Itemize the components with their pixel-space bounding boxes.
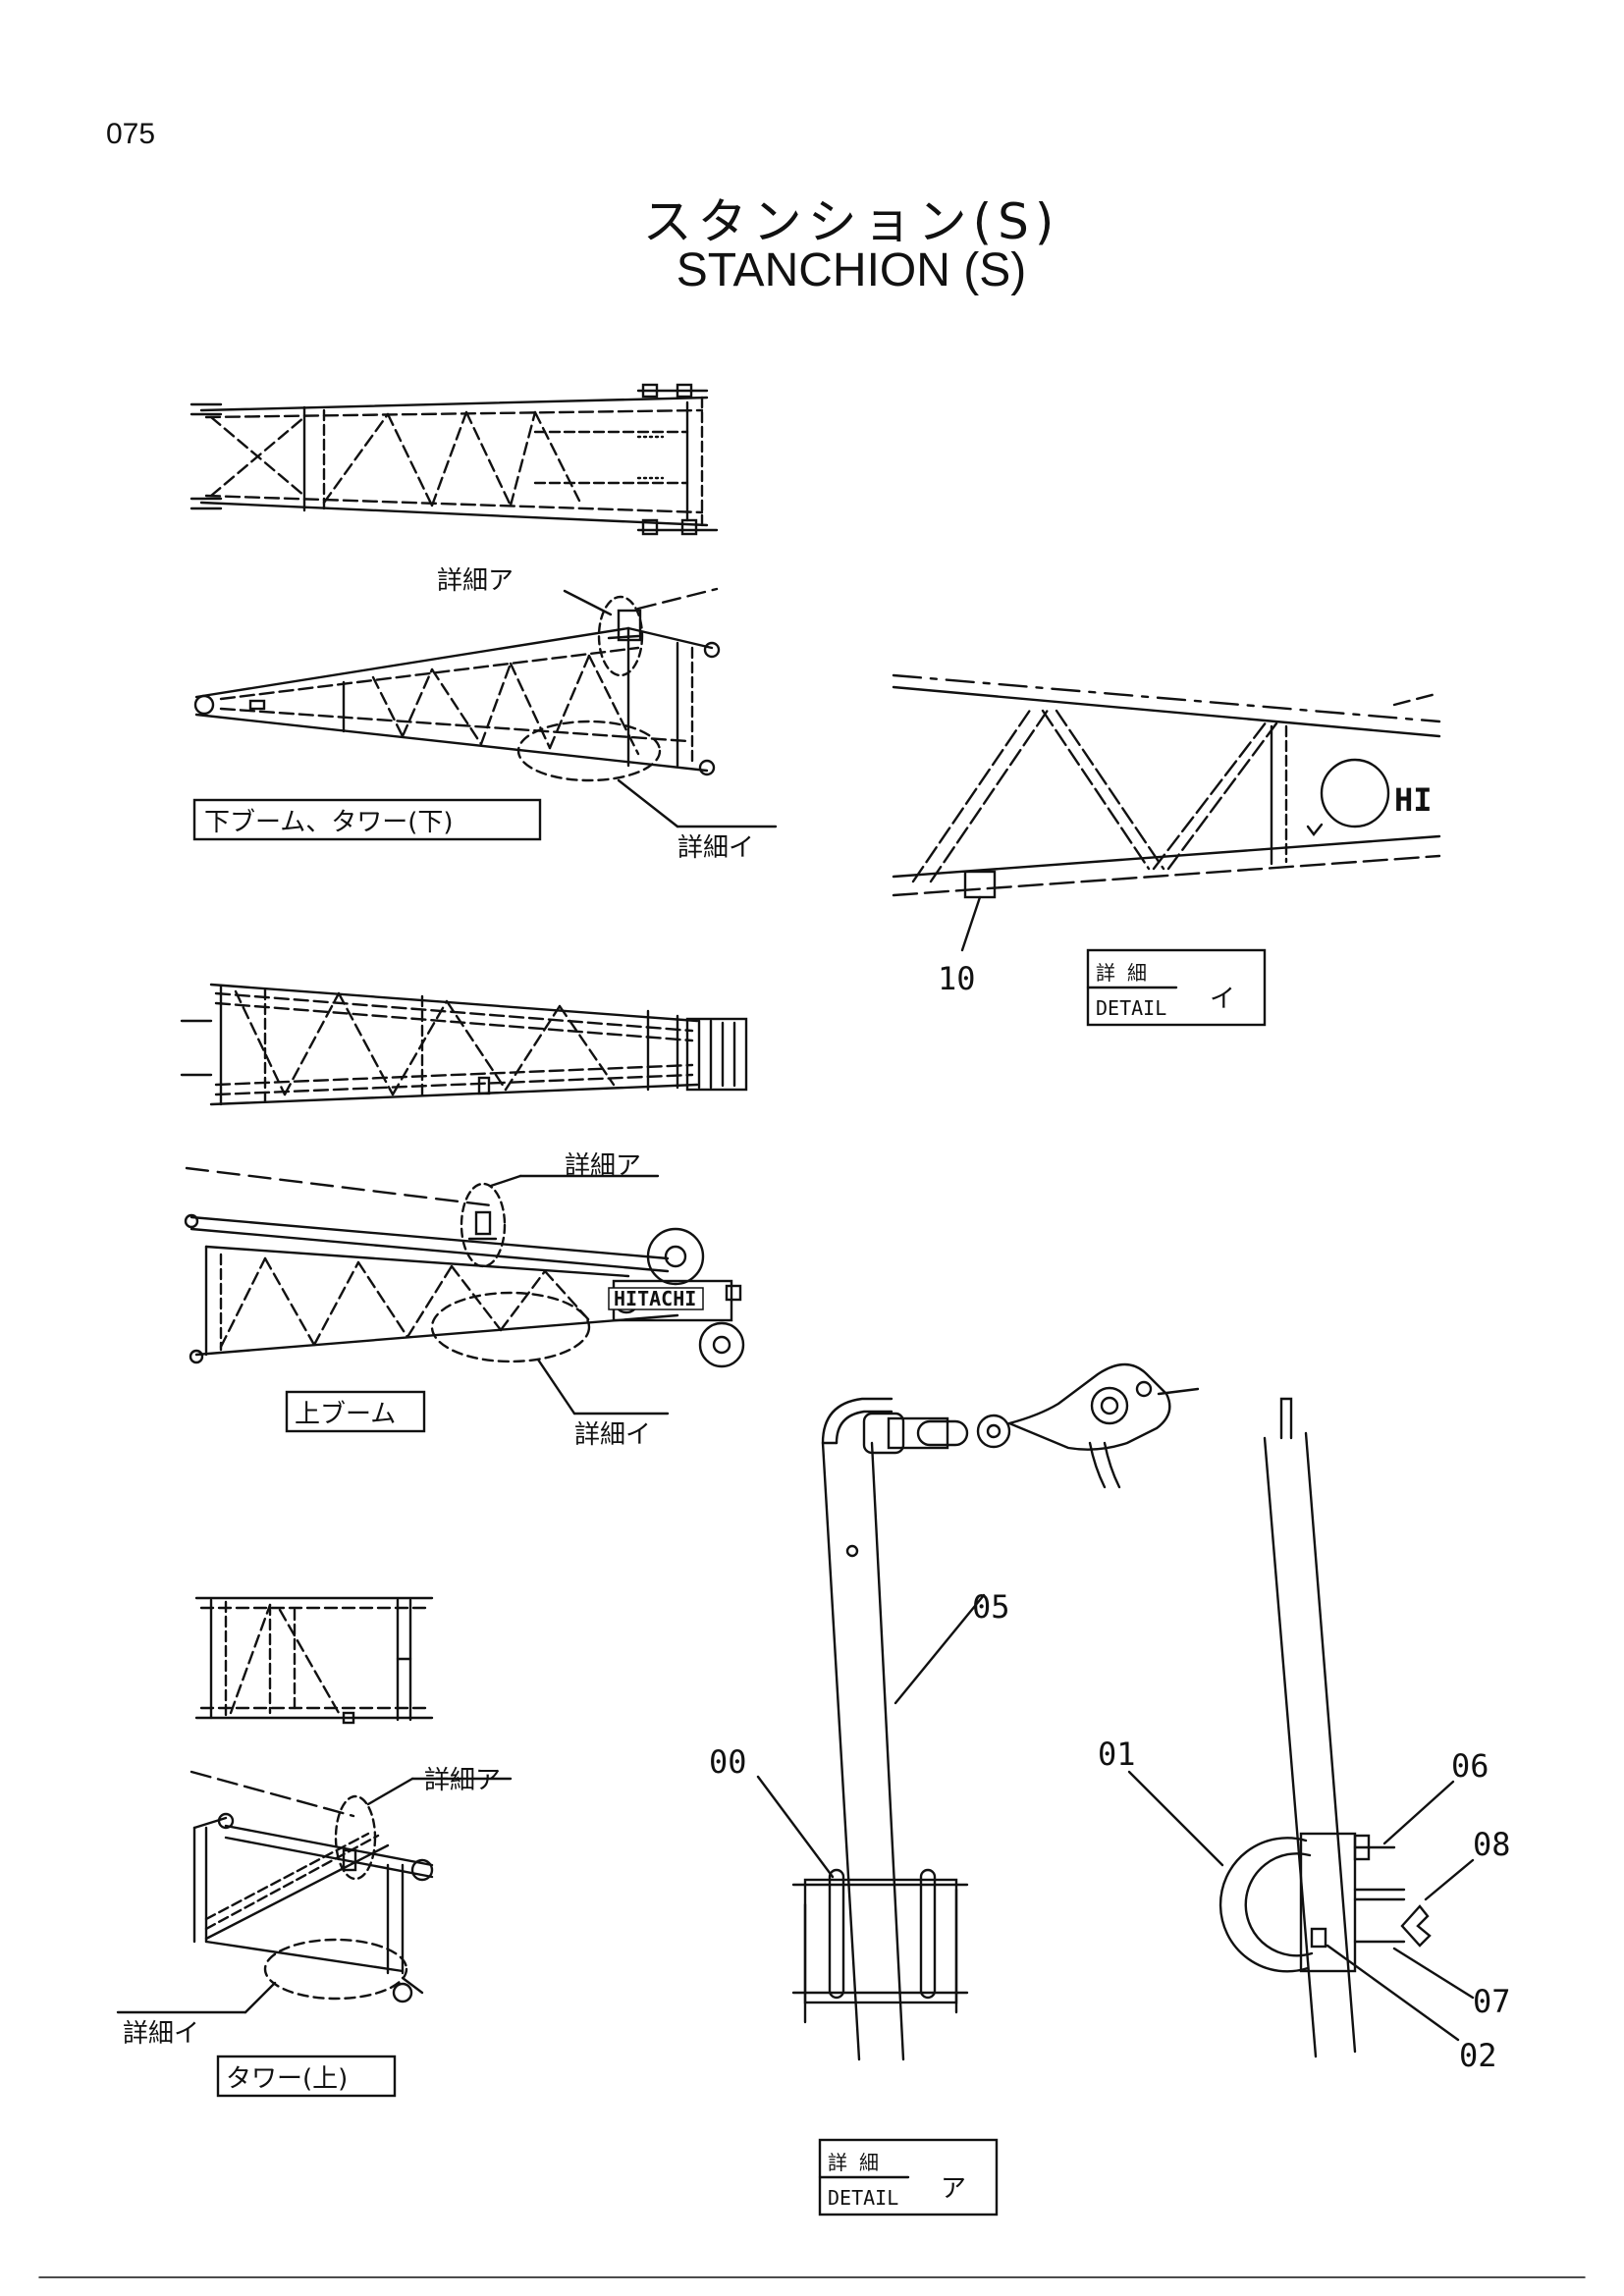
callout-detail-a-2: 詳細ア (565, 1151, 641, 1181)
detail-i-box-en: DETAIL (1096, 996, 1166, 1020)
part-number-10: 10 (938, 960, 976, 997)
detail-i-box-letter: イ (1210, 985, 1235, 1014)
callout-detail-i-1: 詳細イ (677, 833, 754, 863)
detail-a-box-letter: ア (941, 2174, 966, 2204)
part-number-01: 01 (1098, 1735, 1136, 1773)
hitachi-badge-text: HITACHI (614, 1287, 696, 1310)
lower-boom-side-view (193, 587, 778, 828)
title-japanese: スタンション(S) (642, 193, 1060, 250)
upper-boom-side-view (184, 1166, 745, 1415)
detail-i-drawing (892, 673, 1441, 952)
label-upper-boom: 上ブーム (295, 1400, 396, 1429)
detail-i-box (1086, 948, 1267, 1027)
label-lower-boom-tower: 下ブーム、タワー(下) (204, 808, 454, 837)
part-number-05: 05 (972, 1588, 1010, 1626)
detail-i-box-jp: 詳 細 (1096, 961, 1147, 985)
upper-boom-top-view (180, 983, 748, 1106)
detail-a-box-jp: 詳 細 (828, 2151, 879, 2174)
detail-a-box-en: DETAIL (828, 2186, 898, 2210)
title-english: STANCHION (S) (676, 244, 1027, 296)
upper-boom-label-frame (285, 1390, 426, 1433)
callout-detail-a-1: 詳細ア (437, 566, 514, 596)
lower-boom-label-frame (192, 798, 542, 841)
callout-detail-i-3: 詳細イ (123, 2019, 199, 2049)
lower-boom-top-view (189, 383, 719, 536)
detail-a-box (818, 2138, 999, 2216)
upper-tower-top-view (194, 1596, 434, 1725)
callout-detail-i-2: 詳細イ (574, 1420, 651, 1450)
callout-detail-a-3: 詳細ア (424, 1766, 501, 1795)
part-number-07: 07 (1473, 1983, 1511, 2020)
hitachi-badge: HITACHI (608, 1287, 704, 1310)
part-number-00: 00 (709, 1743, 747, 1781)
label-upper-tower: タワー(上) (226, 2064, 348, 2094)
upper-tower-side-view (116, 1770, 513, 2014)
hitachi-partial-text: HI (1394, 781, 1433, 819)
detail-a-drawing (756, 1362, 1475, 2061)
part-number-02: 02 (1459, 2037, 1497, 2074)
part-number-08: 08 (1473, 1826, 1511, 1863)
upper-tower-label-frame (216, 2055, 397, 2098)
page-number: 075 (106, 118, 156, 150)
part-number-06: 06 (1451, 1747, 1489, 1785)
